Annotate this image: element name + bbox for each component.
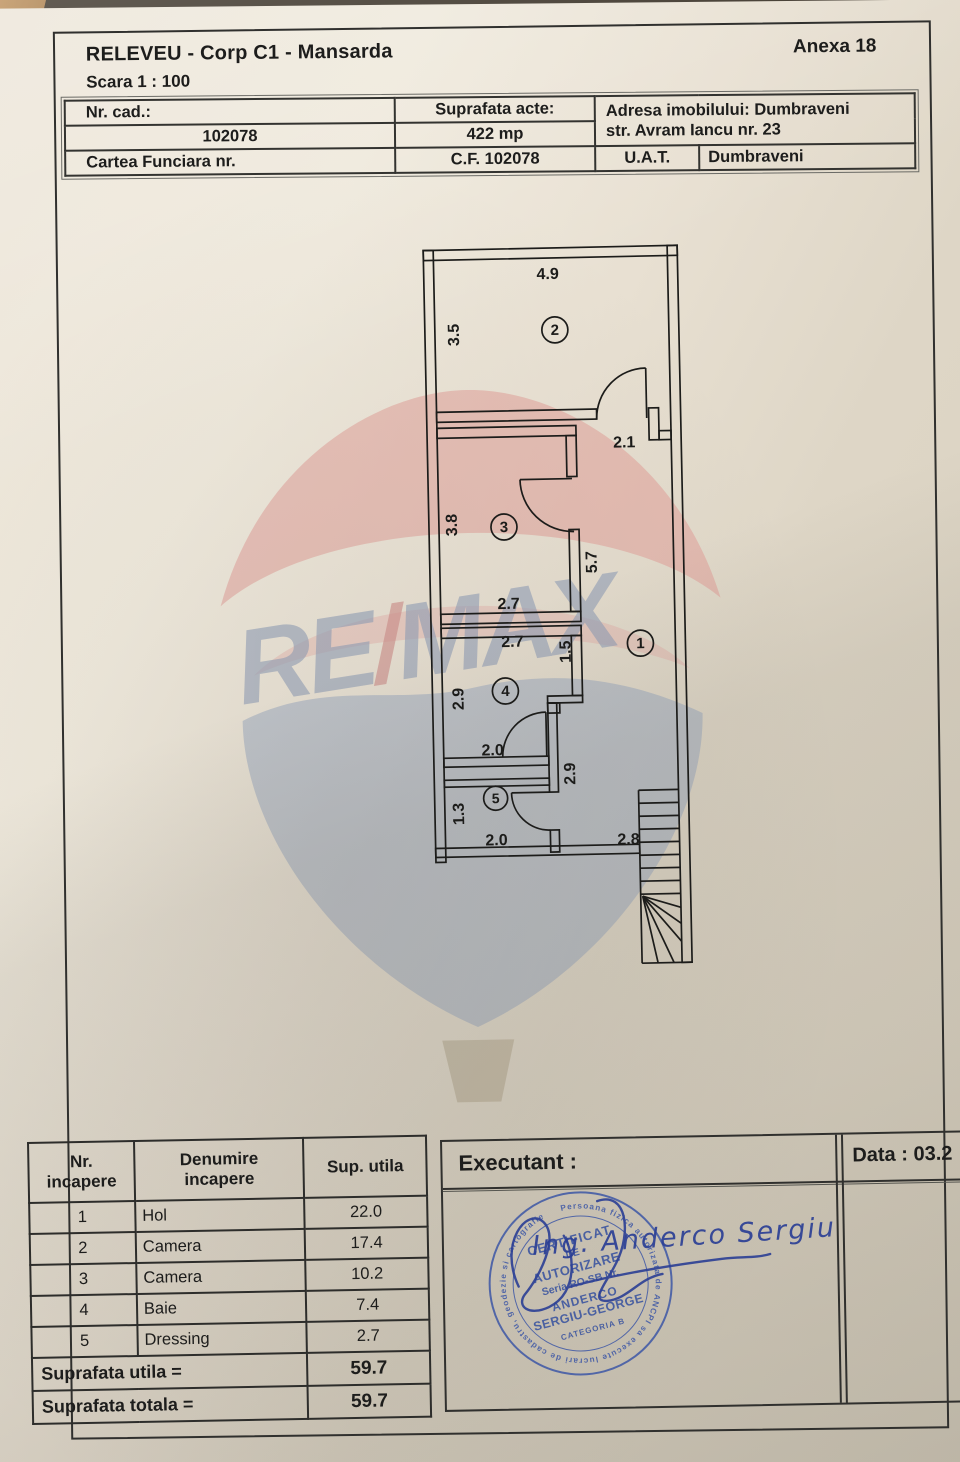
- room4-number: 4: [501, 683, 510, 700]
- wall-room3-top: [436, 424, 577, 440]
- room-nr: 4: [30, 1294, 138, 1327]
- room-nr: 2: [29, 1232, 137, 1265]
- col-header-denumire: Denumire incapere: [133, 1137, 305, 1202]
- room5-number: 5: [492, 790, 500, 806]
- dim-label: 2.0: [481, 742, 504, 759]
- dim-label: 2.8: [617, 831, 640, 848]
- room-area: 10.2: [305, 1257, 429, 1291]
- wall-corridor-vertical-lower: [549, 829, 561, 853]
- title-block: RELEVEU - Corp C1 - Mansarda Scara 1 : 1…: [86, 40, 393, 92]
- dim-label: 1.3: [451, 803, 468, 826]
- signature: [510, 1198, 772, 1312]
- room-name: Hol: [134, 1197, 306, 1233]
- floor-plan: 4.9 3.5 2.1 3.8 5.7 2.7 2.7 1.5 2.9 2.0 …: [405, 236, 740, 983]
- total-label: Suprafata utila =: [31, 1352, 308, 1391]
- total-value: 59.7: [307, 1383, 432, 1419]
- room1-number: 1: [636, 635, 645, 652]
- wall-room3-stub: [565, 434, 578, 478]
- room-area: 22.0: [304, 1195, 428, 1229]
- wall-jog-vertical: [647, 406, 661, 441]
- wall-step-down: [546, 701, 561, 714]
- dim-label: 2.0: [485, 832, 508, 849]
- wall-corridor-vertical-upper: [546, 702, 560, 793]
- wall-room3-bottom: [439, 610, 582, 626]
- room-area: 17.4: [305, 1226, 429, 1260]
- room3-circle: [490, 513, 518, 541]
- room2-circle: [541, 316, 569, 344]
- nr-cad-label: Nr. cad.:: [64, 97, 395, 126]
- room2-number: 2: [551, 322, 560, 339]
- dim-label: 2.9: [450, 688, 467, 711]
- col-header-nr: Nr. incapere: [28, 1141, 135, 1203]
- dim-label: 2.7: [497, 596, 520, 613]
- cadastral-info-table: Nr. cad.: Suprafata acte: Adresa imobilu…: [60, 88, 920, 181]
- room1-circle: [626, 629, 655, 658]
- room5-circle: [482, 785, 509, 812]
- room-name: Camera: [136, 1259, 307, 1295]
- annex-number: Anexa 18: [792, 35, 877, 58]
- dim-label: 1.5: [557, 640, 574, 663]
- room-nr: 1: [29, 1201, 136, 1234]
- nr-cad-value: 102078: [64, 122, 396, 151]
- dim-label: 2.9: [562, 762, 579, 785]
- uat-value: Dumbraveni: [699, 143, 916, 171]
- wall-step-horizontal: [546, 694, 584, 704]
- room-areas-table: Nr. incapere Denumire incapere Sup. util…: [27, 1135, 432, 1425]
- plan-labels: 4.9 3.5 2.1 3.8 5.7 2.7 2.7 1.5 2.9 2.0 …: [444, 266, 645, 850]
- wall-room3-right: [568, 528, 582, 613]
- address-cell: Adresa imobilului: Dumbraveni str. Avram…: [594, 93, 916, 147]
- walls: [422, 244, 693, 965]
- suprafata-value: 422 mp: [394, 121, 596, 148]
- wall-room2-bottom: [435, 408, 598, 424]
- room-area: 2.7: [306, 1319, 430, 1353]
- table-header-row: Nr. incapere Denumire incapere Sup. util…: [28, 1135, 428, 1203]
- table-row: Nr. cad.: Suprafata acte: Adresa imobilu…: [64, 93, 916, 147]
- scale-note: Scara 1 : 100: [86, 71, 191, 92]
- room-nr: 5: [31, 1325, 138, 1358]
- dim-label: 2.1: [613, 434, 636, 451]
- address-line1: Adresa imobilului: Dumbraveni: [605, 99, 850, 120]
- door-arc-room5: [510, 792, 551, 831]
- page-title: RELEVEU - Corp C1 - Mansarda: [85, 40, 393, 66]
- room-name: Baie: [136, 1290, 307, 1326]
- room-area: 7.4: [306, 1288, 430, 1322]
- cf-value: C.F. 102078: [395, 146, 596, 173]
- room4-circle: [491, 677, 520, 705]
- wall-room4-bottom: [442, 755, 550, 769]
- col-header-sup-utila: Sup. utila: [303, 1135, 428, 1198]
- door-leaf-room4: [545, 712, 548, 757]
- wall-left: [422, 249, 447, 864]
- wall-top: [422, 244, 679, 262]
- door-arc-room2: [595, 367, 646, 420]
- executant-label: Executant :: [458, 1148, 578, 1176]
- door-leaf-room5: [511, 791, 550, 794]
- room-name: Dressing: [137, 1321, 308, 1357]
- dim-label: 3.8: [444, 514, 461, 537]
- total-label: Suprafata totala =: [32, 1385, 309, 1424]
- door-leaf-room2: [644, 367, 648, 418]
- address-line2: str. Avram Iancu nr. 23: [605, 120, 781, 140]
- floor-plan-drawing: 4.9 3.5 2.1 3.8 5.7 2.7 2.7 1.5 2.9 2.0 …: [422, 244, 693, 965]
- wall-room4-top: [440, 624, 583, 640]
- cartea-funciara-label: Cartea Funciara nr.: [65, 147, 396, 176]
- executant-box: Executant : Data : 03.2 Persoana fizica …: [440, 1129, 960, 1412]
- dim-label: 3.5: [446, 324, 463, 347]
- door-leaf-room3: [519, 477, 572, 481]
- total-value: 59.7: [307, 1350, 431, 1386]
- wall-bottom: [434, 843, 641, 859]
- dim-label: 5.7: [583, 551, 600, 574]
- uat-label: U.A.T.: [595, 145, 700, 172]
- wall-jog-horizontal: [658, 429, 673, 441]
- dim-label: 4.9: [536, 266, 559, 283]
- dim-label: 2.7: [501, 634, 524, 651]
- room-name: Camera: [135, 1228, 306, 1264]
- room3-number: 3: [500, 519, 509, 536]
- date-label: Data : 03.2: [852, 1142, 953, 1167]
- suprafata-label: Suprafata acte:: [394, 96, 595, 123]
- room-nr: 3: [30, 1263, 137, 1296]
- door-arc-room4: [501, 711, 546, 758]
- door-arc-room3: [519, 479, 575, 533]
- total-row: Suprafata totala = 59.7: [32, 1383, 432, 1424]
- staircase: [637, 788, 693, 965]
